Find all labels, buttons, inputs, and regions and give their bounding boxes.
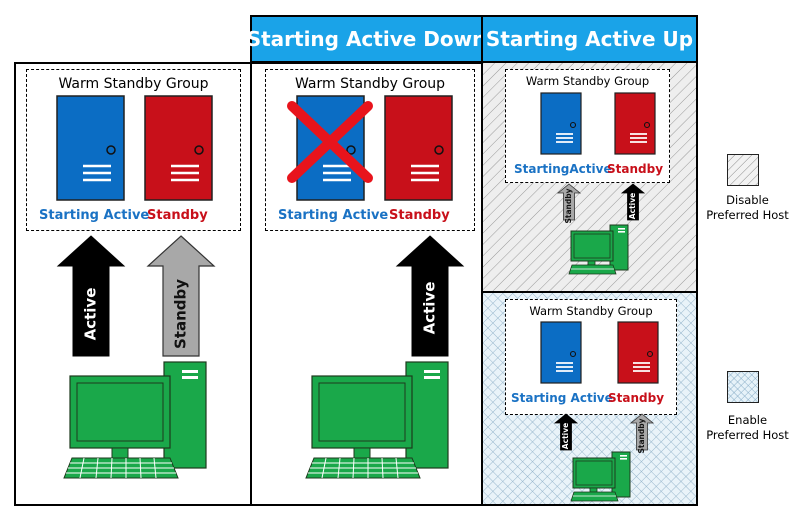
- group-title: Warm Standby Group: [525, 74, 650, 88]
- label-standby: Standby: [607, 162, 664, 176]
- legend-enable-line2: Preferred Host: [706, 428, 789, 442]
- up-arrow-icon: Active: [395, 235, 465, 357]
- label-standby: Standby: [389, 208, 450, 223]
- label-starting-active: StartingActive: [514, 162, 612, 176]
- up-arrow-icon: Standby: [556, 183, 582, 224]
- server-icon: [144, 95, 213, 201]
- group-title: Warm Standby Group: [294, 76, 446, 92]
- arrow-label-standby: Standby: [637, 418, 646, 453]
- label-starting-active: Starting Active: [511, 391, 613, 405]
- up-arrow-icon: Active: [620, 183, 646, 221]
- legend-swatch-disable: [727, 154, 759, 186]
- group-title: Warm Standby Group: [529, 304, 653, 318]
- legend-enable-line1: Enable: [727, 413, 768, 427]
- legend-swatch-enable: [727, 371, 759, 403]
- up-arrow-icon: Active: [56, 235, 126, 357]
- computer-icon: [63, 361, 207, 479]
- arrow-label-active: Active: [561, 423, 570, 449]
- server-icon: [617, 321, 659, 384]
- arrow-label-active: Active: [82, 288, 100, 341]
- arrow-label-active: Active: [628, 193, 637, 219]
- right-panel-divider: [481, 291, 698, 293]
- server-icon: [540, 92, 582, 155]
- label-standby: Standby: [608, 391, 665, 405]
- up-arrow-icon: Standby: [146, 235, 216, 357]
- legend-label-disable: Disable Preferred Host: [700, 193, 795, 223]
- arrow-label-active: Active: [421, 282, 439, 335]
- server-icon: [56, 95, 125, 201]
- computer-icon: [570, 451, 631, 502]
- computer-icon: [568, 224, 629, 275]
- label-starting-active: Starting Active: [39, 208, 150, 223]
- server-icon: [614, 92, 656, 155]
- legend-disable-line1: Disable: [726, 193, 769, 207]
- x-mark-icon: [287, 101, 373, 183]
- label-starting-active: Starting Active: [278, 208, 389, 223]
- computer-icon: [305, 361, 449, 479]
- server-icon: [540, 321, 582, 384]
- legend-label-enable: Enable Preferred Host: [700, 413, 795, 443]
- group-title: Warm Standby Group: [58, 76, 209, 92]
- arrow-label-standby: Standby: [172, 279, 190, 349]
- arrow-label-standby: Standby: [564, 188, 573, 223]
- label-standby: Standby: [147, 208, 208, 223]
- header-starting-active-down: Starting Active Down: [247, 15, 486, 63]
- up-arrow-icon: Active: [553, 413, 579, 451]
- header-starting-active-up: Starting Active Up: [481, 15, 698, 63]
- up-arrow-icon: Standby: [629, 413, 655, 454]
- legend-disable-line2: Preferred Host: [706, 208, 789, 222]
- server-icon: [384, 95, 453, 201]
